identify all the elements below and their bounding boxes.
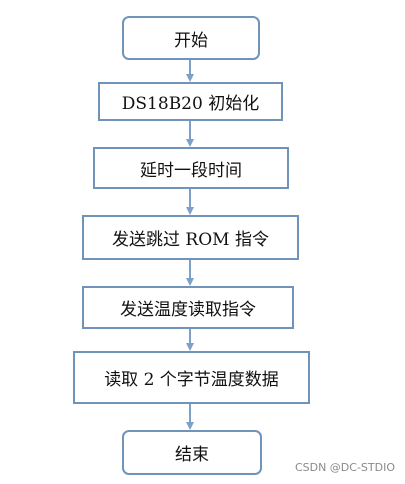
node-init-label: DS18B20 初始化: [121, 94, 260, 114]
node-end-label: 结束: [175, 445, 209, 465]
node-start-label: 开始: [174, 30, 208, 51]
node-read: 读取 2 个字节温度数据: [73, 351, 310, 404]
node-convert-label: 发送温度读取指令: [120, 300, 256, 320]
node-delay-label: 延时一段时间: [140, 160, 242, 181]
node-convert: 发送温度读取指令: [82, 286, 294, 329]
watermark: CSDN @DC-STDIO: [294, 461, 395, 474]
node-delay: 延时一段时间: [93, 147, 289, 189]
node-read-label: 读取 2 个字节温度数据: [104, 370, 279, 390]
node-start: 开始: [122, 16, 260, 60]
node-skip-rom: 发送跳过 ROM 指令: [82, 215, 299, 260]
node-skip-rom-label: 发送跳过 ROM 指令: [112, 230, 269, 250]
node-init: DS18B20 初始化: [98, 82, 283, 121]
node-end: 结束: [122, 430, 262, 475]
